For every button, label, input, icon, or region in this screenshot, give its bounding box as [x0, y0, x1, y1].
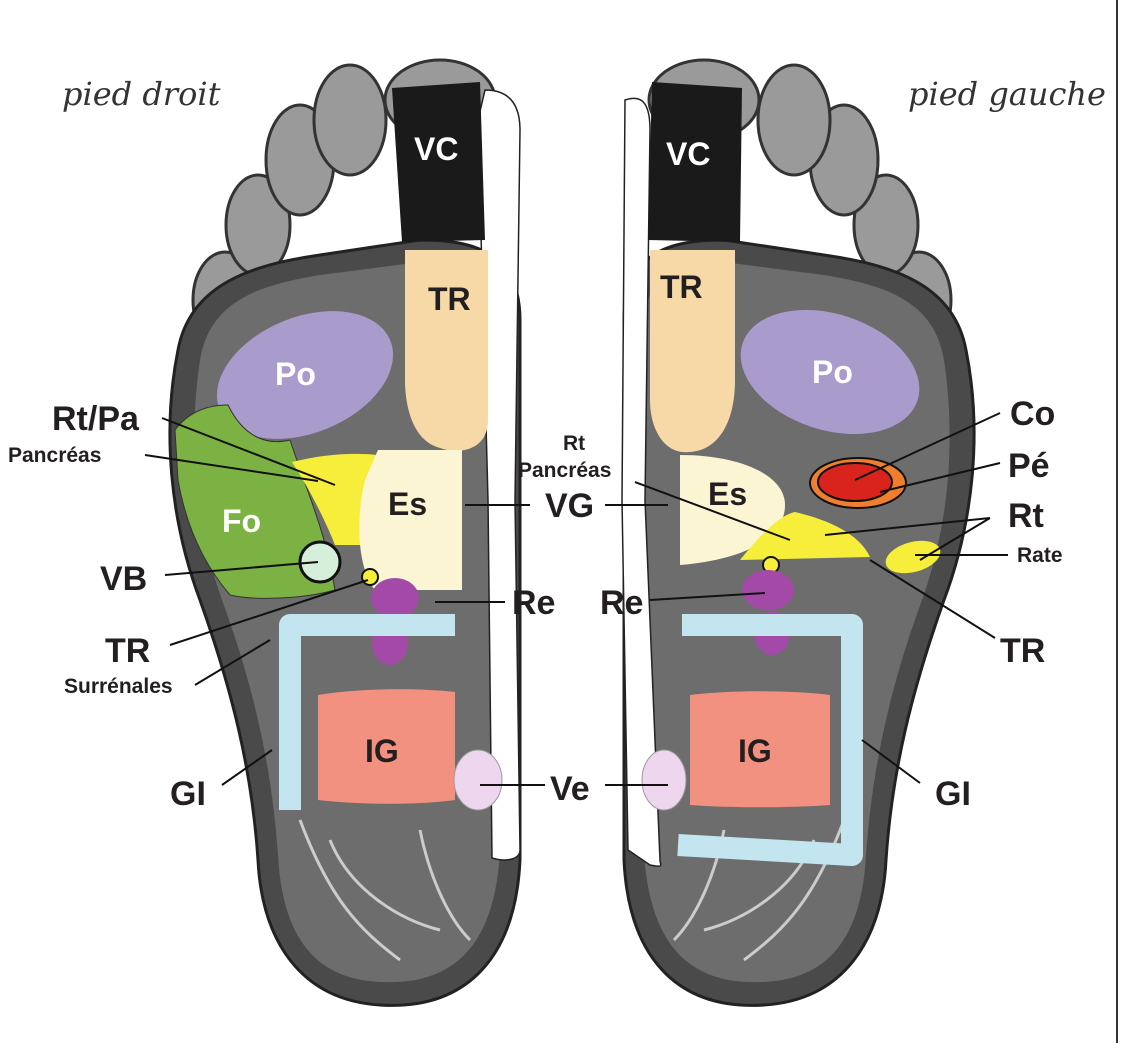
zone-po-label: Po [275, 356, 316, 392]
label-gi-right: GI [170, 775, 206, 813]
label-pancreas: Pancréas [8, 444, 101, 467]
zone-ig-left [690, 691, 830, 808]
zone-rt-pancreas-left [740, 512, 870, 560]
zone-po-label-left: Po [812, 354, 853, 390]
label-gi-left: GI [935, 775, 971, 813]
label-pancreas-left: Pancréas [518, 459, 611, 482]
label-pe: Pé [1008, 447, 1050, 485]
label-rt-right-side: Rt [1008, 497, 1044, 535]
zone-vc-left [648, 82, 742, 242]
label-ve: Ve [550, 770, 590, 808]
label-re-left: Re [600, 584, 643, 622]
zone-gi-right [279, 614, 455, 810]
zone-es-right [359, 450, 462, 590]
zone-vc-label-left: VC [666, 136, 710, 172]
zone-po-right [216, 311, 394, 439]
zone-po-left [740, 309, 920, 435]
right-foot-title: pied droit [62, 75, 221, 113]
zone-surrenales-right [361, 568, 379, 586]
zone-tr-right [405, 250, 488, 451]
zone-tr-label: TR [428, 281, 471, 317]
label-rate: Rate [1017, 544, 1063, 567]
zone-re-right [371, 578, 419, 618]
label-vb: VB [100, 560, 147, 598]
label-re-right: Re [512, 584, 555, 622]
zone-rate-left [885, 540, 941, 574]
zone-vc-label: VC [414, 131, 458, 167]
label-surrenales: Surrénales [64, 675, 173, 698]
zone-ig-label-left: IG [738, 733, 772, 769]
zone-es-left [680, 455, 785, 565]
zone-ve-right [453, 749, 503, 811]
zone-gi-left [677, 614, 863, 866]
left-foot-title: pied gauche [908, 75, 1106, 113]
zone-vc-right [392, 82, 485, 242]
zone-re-left [742, 570, 794, 610]
zone-es-label: Es [388, 486, 427, 522]
label-tr-surrenales: TR [105, 632, 150, 670]
spine-strip-left [621, 97, 662, 867]
label-rt-pa: Rt/Pa [52, 400, 140, 438]
zone-es-label-left: Es [708, 476, 747, 512]
zone-vb-right [298, 540, 342, 584]
zone-ig-right [318, 689, 455, 804]
zone-tr-left [650, 250, 735, 453]
spine-strip-right [477, 89, 521, 861]
label-tr-left: TR [1000, 632, 1045, 670]
zone-tr-label-left: TR [660, 269, 703, 305]
label-rt-left: Rt [563, 432, 585, 455]
label-co: Co [1010, 395, 1055, 433]
label-vg: VG [545, 487, 594, 525]
zone-ve-left [641, 749, 687, 811]
zone-fo-label: Fo [222, 503, 261, 539]
zone-ig-label: IG [365, 733, 399, 769]
